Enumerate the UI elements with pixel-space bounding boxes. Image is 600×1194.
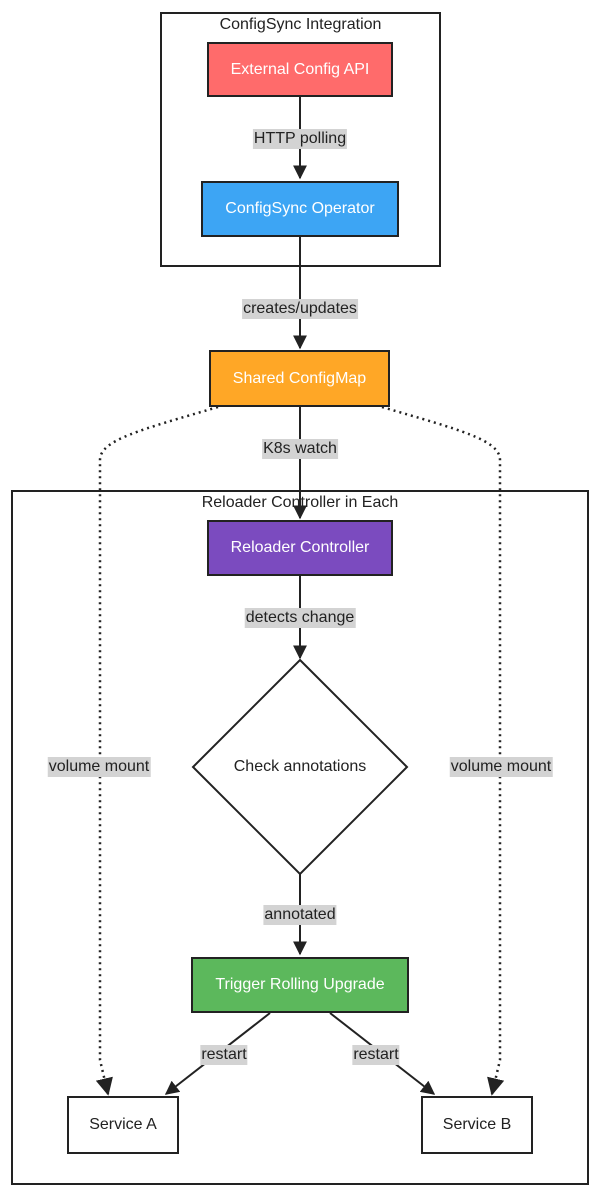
external-config-api-label: External Config API	[230, 60, 370, 78]
shared-configmap-label: Shared ConfigMap	[232, 369, 367, 387]
service-a-label: Service A	[89, 1116, 157, 1133]
edge-volume-mount-a	[95, 405, 219, 1096]
configsync-operator-label: ConfigSync Operator	[225, 200, 375, 217]
service-b-node: Service B	[421, 1096, 533, 1154]
edge-label-creates-updates: creates/updates	[242, 299, 358, 319]
shared-configmap-node: Shared ConfigMap	[209, 350, 390, 407]
reloader-cluster-title: Reloader Controller in Each	[201, 494, 399, 511]
reloader-controller-node: Reloader Controller	[207, 520, 393, 576]
edge-label-http-polling: HTTP polling	[252, 129, 348, 149]
edge-label-annotated: annotated	[263, 905, 337, 925]
reloader-controller-label: Reloader Controller	[230, 539, 370, 556]
edge-volume-mount-b	[381, 405, 505, 1096]
trigger-rolling-upgrade-label: Trigger Rolling Upgrade	[215, 976, 385, 993]
edge-label-k8s-watch: K8s watch	[262, 439, 338, 459]
service-a-node: Service A	[67, 1096, 179, 1154]
edge-label-volume-mount-a: volume mount	[47, 757, 151, 777]
check-annotations-label: Check annotations	[233, 758, 367, 775]
configsync-operator-node: ConfigSync Operator	[201, 181, 399, 237]
external-config-api-node: External Config API	[207, 42, 393, 97]
trigger-rolling-upgrade-node: Trigger Rolling Upgrade	[191, 957, 409, 1013]
configsync-cluster-title: ConfigSync Integration	[219, 16, 382, 33]
edge-label-detects-change: detects change	[244, 608, 356, 628]
check-annotations-diamond	[191, 658, 409, 876]
edge-label-volume-mount-b: volume mount	[449, 757, 553, 777]
edge-label-restart-b: restart	[352, 1045, 400, 1065]
edge-label-restart-a: restart	[200, 1045, 248, 1065]
service-b-label: Service B	[442, 1116, 512, 1133]
